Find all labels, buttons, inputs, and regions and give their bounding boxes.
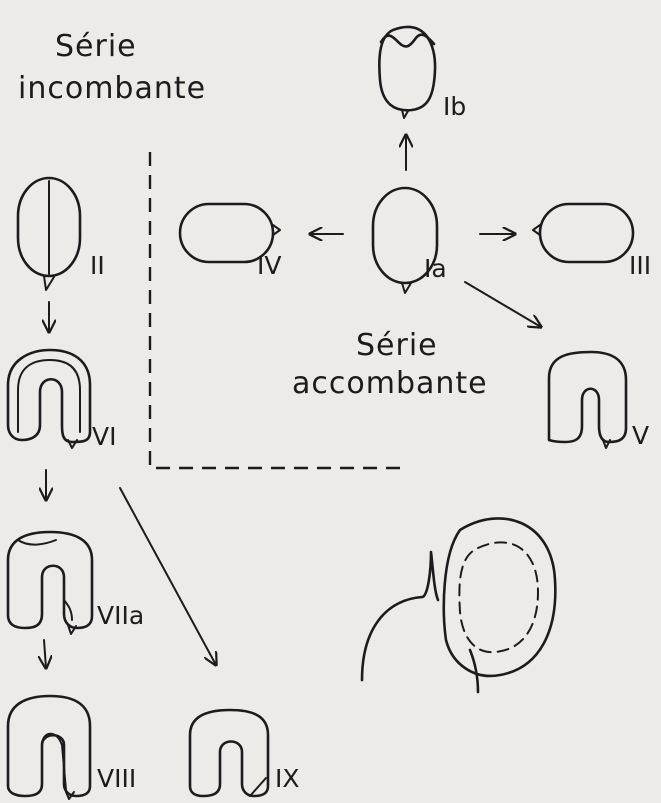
label-ia: Ia	[424, 254, 447, 283]
title-incombante-line2: incombante	[18, 71, 206, 106]
figure-ia: Ia	[371, 186, 447, 294]
label-vi: VI	[92, 422, 116, 451]
title-incombante-line1: Série	[55, 29, 137, 64]
label-viia: VIIa	[97, 601, 144, 630]
label-ii: II	[90, 251, 105, 280]
label-v: V	[632, 421, 649, 450]
figure-ib: Ib	[378, 25, 466, 121]
arrow-ia-to-v	[464, 281, 541, 327]
dashed-separator	[148, 152, 402, 470]
figure-iv: IV	[178, 202, 281, 280]
title-accombante-line1: Série	[356, 328, 438, 363]
label-ix: IX	[275, 764, 300, 793]
label-iv: IV	[257, 251, 281, 280]
arrow-vi-to-ix	[119, 487, 216, 665]
figure-ix: IX	[188, 708, 300, 798]
figure-vi: VI	[6, 348, 116, 451]
label-iii: III	[629, 251, 651, 280]
title-accombante-line2: accombante	[292, 366, 488, 401]
label-ib: Ib	[443, 92, 466, 121]
figure-viia: VIIa	[6, 530, 144, 635]
figure-ii: II	[16, 176, 105, 291]
figure-iii: III	[532, 202, 651, 280]
arrow-viia-to-viii	[44, 639, 46, 668]
title-serie-incombante: Série incombante	[18, 29, 206, 106]
title-serie-accombante: Série accombante	[292, 328, 488, 401]
label-viii: VIII	[97, 764, 136, 793]
figure-viii: VIII	[6, 694, 136, 800]
figure-seed-detail	[360, 517, 557, 694]
figure-v: V	[547, 350, 649, 450]
